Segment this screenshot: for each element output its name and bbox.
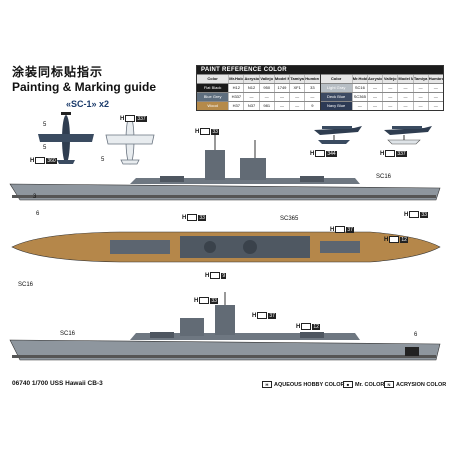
paint-cell: 9 <box>304 102 319 110</box>
paint-cell: H37 <box>228 102 243 110</box>
label-6: 6 <box>414 332 418 338</box>
label-sc365: SC365 <box>280 216 299 222</box>
paint-swatch: Wood <box>197 102 229 110</box>
ship-side-profile-top <box>9 135 441 201</box>
paint-reference-table: PAINT REFERENCE COLOR ColorMr.HobbyAcrys… <box>196 65 444 111</box>
paint-cell: — <box>382 84 397 92</box>
paint-swatch: Deck Blue <box>320 93 352 101</box>
paint-cell: H337 <box>228 93 243 101</box>
paint-swatch: Navy Blue <box>320 102 352 110</box>
paint-cell: — <box>273 93 289 101</box>
paint-cell: — <box>412 102 428 110</box>
paint-cell: — <box>273 102 289 110</box>
paint-cell: SC365 <box>351 93 366 101</box>
paint-cell: 1749 <box>273 84 289 92</box>
ship-top-view <box>11 231 441 263</box>
label-6: 6 <box>36 211 40 217</box>
paint-cell: — <box>397 93 412 101</box>
paint-cell: 950 <box>258 84 274 92</box>
paint-cell: — <box>366 93 382 101</box>
paint-swatch: Light Gray <box>320 84 352 92</box>
title-chinese: 涂装同标贴指示 <box>12 65 104 79</box>
label-5: 5 <box>43 145 47 151</box>
label-3: 3 <box>33 194 37 200</box>
label-sc16: SC16 <box>376 174 392 180</box>
label-sc16: SC16 <box>18 282 34 288</box>
ship-side-profile-bottom <box>9 292 441 361</box>
legend-icon: H <box>262 381 272 388</box>
paint-cell: — <box>427 102 443 110</box>
label-sc16: SC16 <box>60 331 76 337</box>
paint-cell: — <box>427 93 443 101</box>
paint-cell: — <box>397 84 412 92</box>
paint-table-header: PAINT REFERENCE COLOR <box>197 66 443 74</box>
aircraft-top-view-dark <box>38 112 94 164</box>
paint-cell: — <box>412 84 428 92</box>
legend-mr-color: ■Mr. COLOR <box>343 381 384 388</box>
title-english: Painting & Marking guide <box>12 80 157 94</box>
label-5: 5 <box>101 157 105 163</box>
paint-cell: 981 <box>258 102 274 110</box>
paint-cell: — <box>366 84 382 92</box>
paint-cell: — <box>289 93 304 101</box>
paint-cell: N12 <box>243 84 258 92</box>
paint-cell: 33 <box>304 84 319 92</box>
legend-icon: N <box>384 381 394 388</box>
paint-swatch: Blue Grey <box>197 93 229 101</box>
floatplane-side-view-2 <box>384 126 432 145</box>
label-5: 5 <box>43 122 47 128</box>
paint-cell: — <box>366 102 382 110</box>
paint-cell: — <box>397 102 412 110</box>
paint-cell: — <box>427 84 443 92</box>
paint-cell: XF1 <box>289 84 304 92</box>
paint-cell: — <box>258 93 274 101</box>
paint-cell: N37 <box>243 102 258 110</box>
aircraft-top-view-light <box>105 115 155 165</box>
paint-swatch: Flat Black <box>197 84 229 92</box>
aircraft-count-label: «SC-1» x2 <box>66 99 110 109</box>
paint-cell: SC16 <box>351 84 367 92</box>
legend-icon: ■ <box>343 381 353 388</box>
paint-cell: — <box>382 102 397 110</box>
paint-cell: — <box>351 102 367 110</box>
model-caption: 06740 1/700 USS Hawaii CB-3 <box>12 380 103 387</box>
paint-cell: H12 <box>228 84 243 92</box>
paint-row: Navy Blue—————— <box>320 101 443 110</box>
floatplane-side-view-1 <box>314 126 362 144</box>
paint-cell: — <box>382 93 397 101</box>
paint-cell: — <box>289 102 304 110</box>
paint-cell: — <box>243 93 258 101</box>
paint-cell: — <box>412 93 428 101</box>
paint-cell: — <box>304 93 319 101</box>
